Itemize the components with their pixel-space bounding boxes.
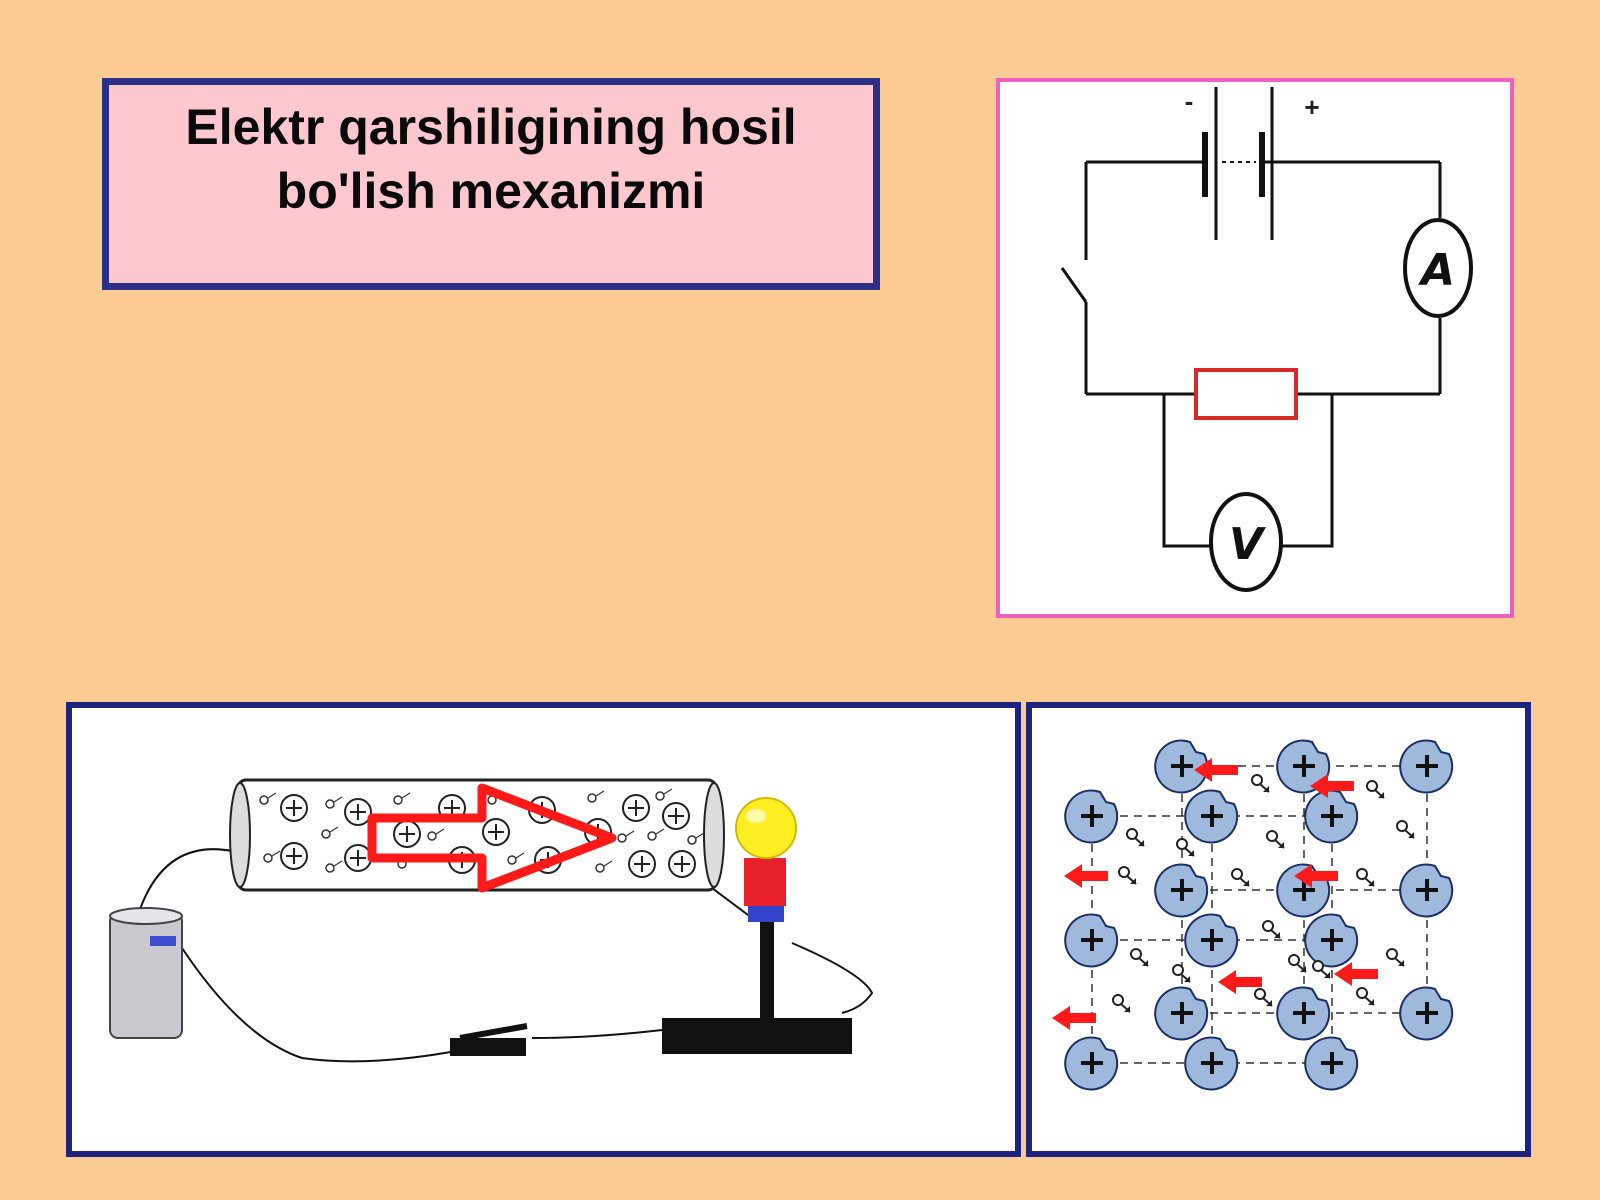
switch-icon	[1060, 267, 1088, 303]
circuit-diagram: A V - +	[1060, 86, 1473, 592]
crystal-lattice-diagram	[1052, 738, 1455, 1092]
lamp-stand	[662, 858, 852, 1054]
crystal-lattice-panel	[1026, 702, 1531, 1157]
ammeter-label: A	[1418, 245, 1455, 296]
battery-plus-label: +	[1304, 92, 1319, 122]
conductor-illustration	[109, 778, 874, 1063]
wire-switch-to-stand	[531, 1029, 663, 1039]
battery-icon	[109, 907, 183, 1039]
voltmeter-label: V	[1229, 519, 1266, 570]
page-title: Elektr qarshiligining hosil bo'lish mexa…	[185, 99, 797, 219]
current-direction-arrow-icon	[367, 783, 617, 893]
conductor-illustration-panel	[66, 702, 1021, 1157]
voltmeter-wire-right	[1280, 394, 1334, 548]
switch-icon	[450, 1023, 528, 1056]
voltmeter-icon: V	[1209, 492, 1283, 592]
battery-minus-label: -	[1185, 86, 1194, 116]
wire-battery-to-conductor	[136, 848, 233, 919]
title-box: Elektr qarshiligining hosil bo'lish mexa…	[102, 78, 880, 290]
battery-icon	[1202, 87, 1274, 240]
wire-lamp-to-stand	[791, 942, 874, 1014]
lattice-grid	[1091, 765, 1428, 1064]
wire-battery-to-switch	[181, 947, 473, 1063]
circuit-diagram-panel: A V - +	[996, 78, 1514, 618]
ammeter-icon: A	[1403, 218, 1473, 318]
resistor-icon	[1194, 368, 1298, 420]
light-bulb-icon	[735, 797, 797, 859]
lattice-ions	[1063, 738, 1455, 1092]
voltmeter-wire-left	[1162, 394, 1212, 548]
